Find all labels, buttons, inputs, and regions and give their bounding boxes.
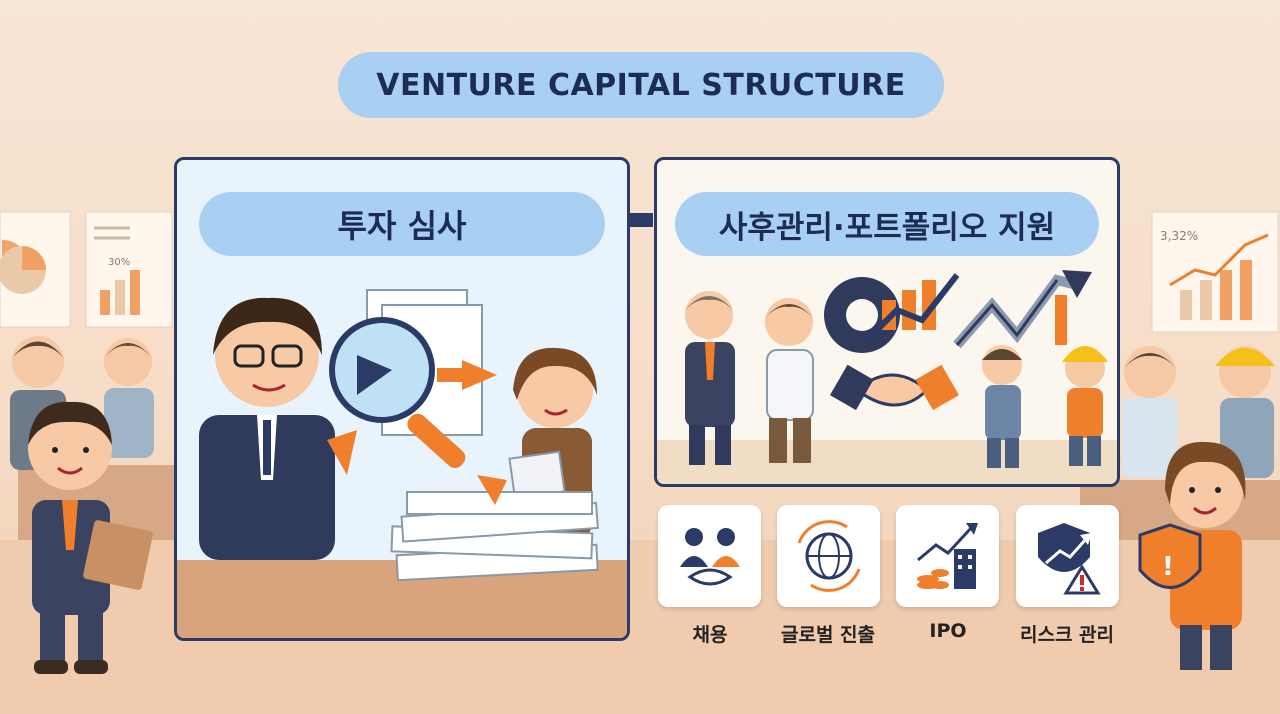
investment-review-illustration	[177, 289, 627, 638]
support-label-ipo: IPO	[929, 620, 967, 642]
support-card-hiring	[658, 505, 761, 607]
wall-chart-right: 3,32%	[1151, 211, 1279, 333]
portfolio-support-heading: 사후관리·포트폴리오 지원	[675, 192, 1099, 256]
handshake-people-icon	[680, 528, 740, 586]
portfolio-support-illustration	[657, 270, 1117, 484]
support-label-global: 글로벌 진출	[780, 624, 875, 646]
support-label-hiring: 채용	[692, 624, 728, 646]
growth-building-icon	[917, 523, 978, 589]
wall-chart-left: 30%	[0, 211, 173, 328]
shield-icon	[1138, 523, 1202, 589]
character-right-group: !	[1122, 346, 1275, 670]
svg-text:!: !	[1162, 552, 1174, 582]
shield-warning-icon	[1038, 523, 1101, 595]
portfolio-support-panel: 사후관리·포트폴리오 지원	[654, 157, 1120, 487]
investment-review-panel: 투자 심사	[174, 157, 630, 641]
support-label-risk: 리스크 관리	[1019, 624, 1114, 646]
support-card-global	[777, 505, 880, 607]
investment-review-heading: 투자 심사	[199, 192, 605, 256]
page-title: VENTURE CAPITAL STRUCTURE	[338, 52, 944, 118]
paper-stack	[390, 475, 599, 582]
support-card-ipo	[896, 505, 999, 607]
globe-icon	[797, 520, 861, 592]
wall-chart-percent-left: 30%	[108, 257, 130, 268]
panel-connector	[627, 213, 653, 227]
character-left-group	[10, 336, 154, 674]
support-card-risk	[1016, 505, 1119, 607]
wall-chart-percent-right: 3,32%	[1160, 229, 1198, 243]
